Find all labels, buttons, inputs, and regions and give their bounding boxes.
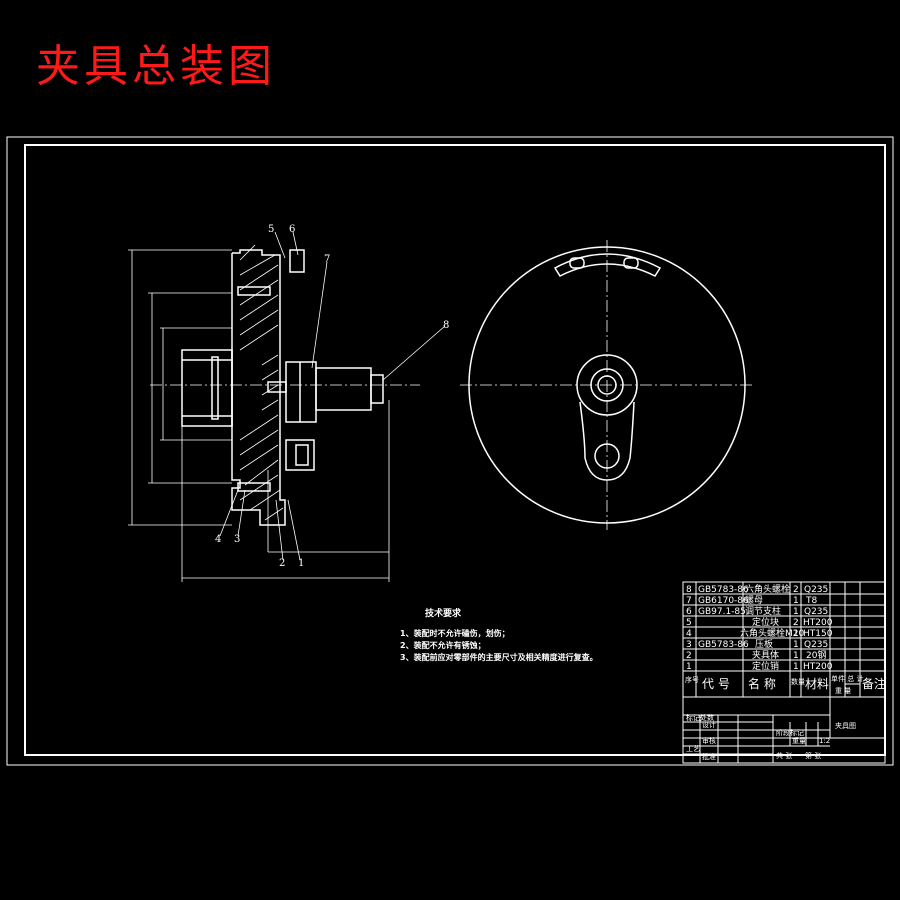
tb-label: 审核 (702, 736, 716, 745)
drawing-title: 夹具总装图 (36, 41, 276, 92)
bom-name: 定位销 (752, 660, 779, 672)
bom-no: 3 (686, 640, 692, 650)
bom-material: HT200 (803, 662, 833, 672)
title-block-text: 夹具图 1:2 标记处数 设计 审核 工艺 批准 阶段标记 重量 共 张 第 张 (686, 713, 856, 761)
tb-label: 工艺 (686, 745, 700, 753)
balloon-6: 6 (289, 224, 295, 235)
bom-name: 定位块 (752, 616, 779, 628)
bom-qty: 1 (793, 662, 799, 672)
technical-requirements: 技术要求 1、装配时不允许磕伤，划伤； 2、装配不允许有锈蚀； 3、装配前应对零… (400, 607, 598, 662)
bom-header-remark: 备注 (862, 676, 886, 691)
bom-no: 1 (686, 662, 692, 672)
bom-table (682, 581, 886, 698)
balloon-3: 3 (234, 534, 240, 545)
tech-heading: 技术要求 (425, 607, 462, 619)
bom-rows: 8 GB5783-86 六角头螺栓 2 Q235 7 GB6170-86 螺母 … (686, 583, 833, 672)
bom-row: 8 GB5783-86 六角头螺栓 2 Q235 (686, 583, 828, 595)
bom-code: GB5783-86 (698, 640, 749, 650)
bom-no: 8 (686, 585, 692, 595)
bom-no: 7 (686, 596, 692, 606)
tech-item-1: 1、装配时不允许磕伤，划伤； (400, 628, 510, 639)
bom-header-weight: 单件 总 计 (831, 674, 863, 683)
section-view (128, 231, 446, 582)
bom-material: 20钢 (806, 649, 826, 661)
balloon-1: 1 (298, 558, 304, 569)
bom-qty: 1 (793, 596, 799, 606)
bom-row: 6 GB97.1-85 调节支柱 1 Q235 (686, 605, 828, 617)
bom-no: 4 (686, 629, 692, 639)
bom-code: GB5783-86 (698, 585, 749, 595)
bom-qty: 1 (793, 651, 799, 661)
balloon-7: 7 (324, 254, 330, 265)
bom-code: GB97.1-85 (698, 607, 746, 617)
scale-value: 1:2 (819, 737, 830, 745)
balloon-8: 8 (443, 320, 449, 331)
bom-code: GB6170-86 (698, 596, 749, 606)
bom-no: 2 (686, 651, 692, 661)
bom-row: 5 定位块 2 HT200 (686, 616, 833, 628)
bom-name: 六角头螺栓M20 (740, 627, 804, 639)
bom-name: 夹具体 (752, 649, 779, 661)
bom-header-no: 序号 (685, 675, 699, 684)
bom-name: 六角头螺栓 (745, 583, 790, 595)
tech-item-2: 2、装配不允许有锈蚀； (400, 640, 486, 651)
tb-label: 共 张 (776, 751, 792, 760)
bom-row: 4 六角头螺栓M20 1 HT150 (686, 627, 833, 639)
bom-header-weight2: 重 量 (835, 687, 851, 695)
bom-material: HT150 (803, 629, 833, 639)
bom-qty: 1 (793, 607, 799, 617)
tb-label: 标记处数 (686, 713, 714, 722)
bom-no: 6 (686, 607, 692, 617)
bom-row: 1 定位销 1 HT200 (686, 660, 833, 672)
tb-label: 批准 (702, 752, 716, 761)
bom-material: Q235 (804, 640, 828, 650)
balloon-4: 4 (215, 534, 221, 545)
bom-row: 7 GB6170-86 螺母 1 T8 (686, 595, 817, 606)
bom-qty: 1 (793, 629, 799, 639)
plan-view (460, 240, 755, 530)
bom-qty: 1 (793, 640, 799, 650)
bom-material: HT200 (803, 618, 833, 628)
bom-qty: 2 (793, 618, 799, 628)
drawing-name: 夹具图 (835, 721, 856, 730)
bom-name: 螺母 (745, 595, 763, 606)
inner-frame (24, 144, 886, 756)
bom-material: Q235 (804, 607, 828, 617)
balloon-2: 2 (279, 558, 285, 569)
outer-frame (6, 136, 894, 766)
balloon-5: 5 (268, 224, 274, 235)
bom-name: 压板 (755, 638, 773, 650)
bom-header-name: 名 称 (748, 676, 776, 691)
balloon-labels: 5 6 7 8 1 2 3 4 (215, 224, 449, 569)
bom-material: Q235 (804, 585, 828, 595)
bom-header-code: 代 号 (702, 677, 730, 691)
tech-item-3: 3、装配前应对零部件的主要尺寸及相关精度进行复查。 (400, 652, 598, 662)
bom-name: 调节支柱 (745, 605, 781, 617)
bom-no: 5 (686, 618, 692, 628)
bom-header-material: 材料 (805, 677, 829, 691)
bom-row: 2 夹具体 1 20钢 (686, 649, 826, 661)
bom-header-qty: 数量 (791, 677, 805, 686)
bom-material: T8 (805, 596, 817, 606)
bom-header: 序号 代 号 名 称 数量 材料 单件 总 计 重 量 备注 (685, 674, 886, 695)
tb-label: 重量 (792, 737, 806, 745)
tb-label: 阶段标记 (776, 728, 804, 737)
tb-label: 设计 (702, 720, 716, 729)
title-block (682, 696, 886, 764)
tb-label: 第 张 (805, 751, 821, 760)
bom-row: 3 GB5783-86 压板 1 Q235 (686, 638, 828, 650)
bom-qty: 2 (793, 585, 799, 595)
